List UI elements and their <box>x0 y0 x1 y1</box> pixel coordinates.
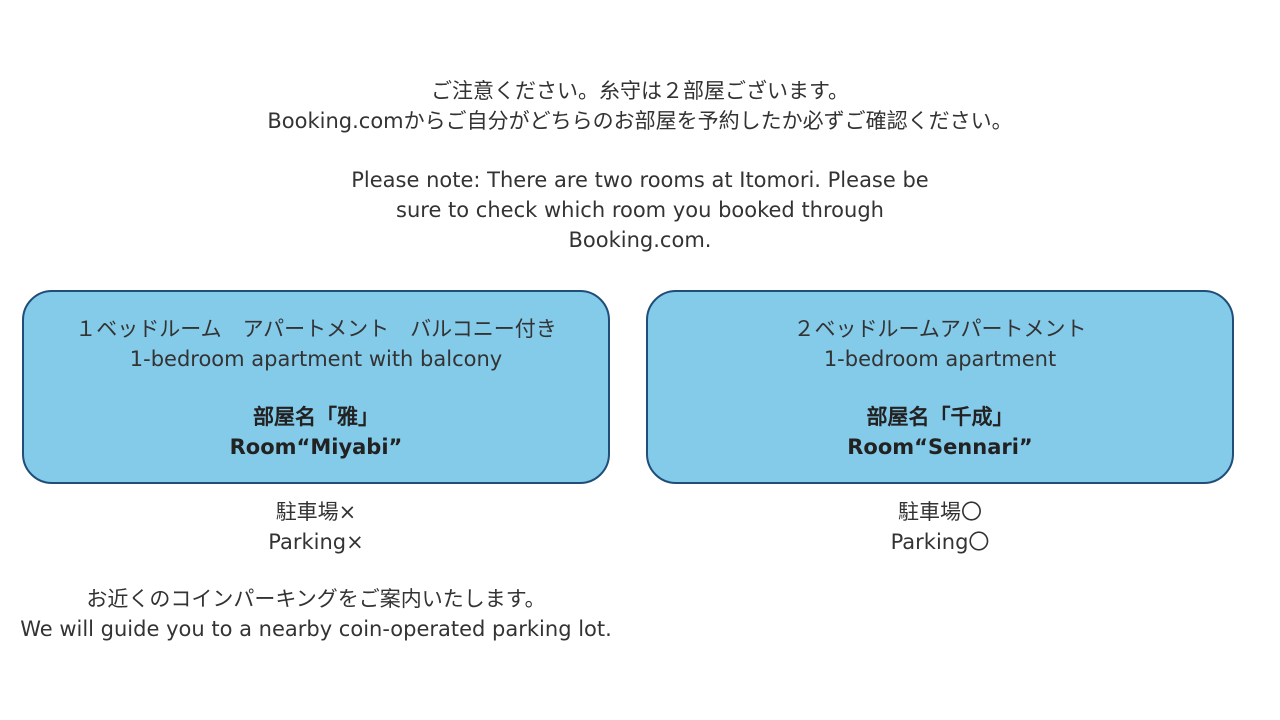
parking-info-miyabi: 駐車場× Parking× <box>22 497 610 557</box>
room-name-en: Room“Miyabi” <box>229 435 403 459</box>
room-type-ja: ２ベッドルームアパートメント <box>793 317 1087 341</box>
guide-ja: お近くのコインパーキングをご案内いたします。 <box>86 587 546 611</box>
notice-en-line-1: Please note: There are two rooms at Itom… <box>351 168 929 192</box>
room-name-en: Room“Sennari” <box>847 435 1033 459</box>
parking-guide-note: お近くのコインパーキングをご案内いたします。 We will guide you… <box>0 584 632 644</box>
notice-ja-line-2: Booking.comからご自分がどちらのお部屋を予約したか必ずご確認ください。 <box>267 109 1013 133</box>
room-type-en: 1-bedroom apartment with balcony <box>129 347 503 371</box>
notice-en-line-3: Booking.com. <box>568 228 712 252</box>
parking-ja: 駐車場〇 <box>898 500 982 524</box>
parking-en: Parking× <box>268 530 364 554</box>
notice-english: Please note: There are two rooms at Itom… <box>0 165 1280 255</box>
parking-ja: 駐車場× <box>275 500 357 524</box>
room-name-ja: 部屋名「千成」 <box>866 405 1014 429</box>
guide-en: We will guide you to a nearby coin-opera… <box>20 617 612 641</box>
room-type-en: 1-bedroom apartment <box>823 347 1057 371</box>
room-card-miyabi: １ベッドルーム アパートメント バルコニー付き 1-bedroom apartm… <box>22 290 610 484</box>
notice-en-line-2: sure to check which room you booked thro… <box>396 198 884 222</box>
parking-en: Parking〇 <box>890 530 990 554</box>
notice-japanese: ご注意ください。糸守は２部屋ございます。 Booking.comからご自分がどち… <box>0 76 1280 136</box>
room-card-sennari: ２ベッドルームアパートメント 1-bedroom apartment 部屋名「千… <box>646 290 1234 484</box>
notice-ja-line-1: ご注意ください。糸守は２部屋ございます。 <box>431 79 849 103</box>
room-name-ja: 部屋名「雅」 <box>253 405 379 429</box>
room-type-ja: １ベッドルーム アパートメント バルコニー付き <box>75 317 557 341</box>
parking-info-sennari: 駐車場〇 Parking〇 <box>646 497 1234 557</box>
